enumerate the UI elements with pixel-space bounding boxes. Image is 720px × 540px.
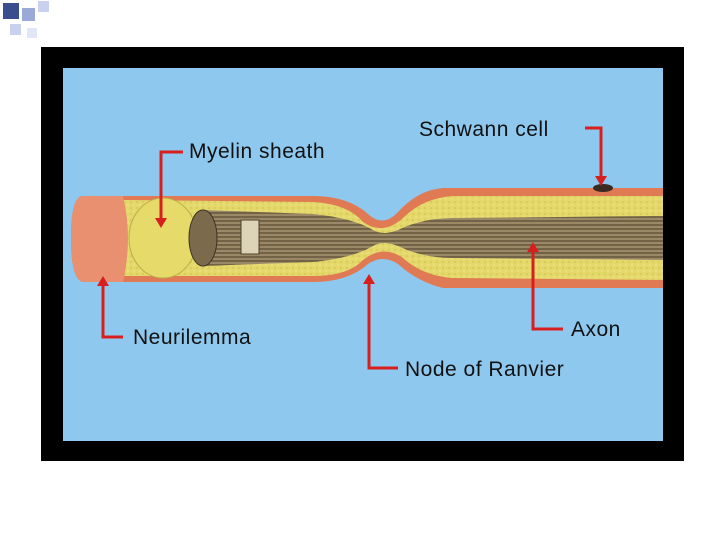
axon-cut-inner xyxy=(241,220,259,254)
diagram-panel: Myelin sheath Schwann cell Neurilemma Ax… xyxy=(63,68,663,441)
label-myelin-sheath: Myelin sheath xyxy=(189,140,325,164)
neurilemma-end-cap xyxy=(71,196,128,282)
schwann-cell-nucleus xyxy=(593,184,613,192)
slide-corner-squares xyxy=(0,0,60,50)
label-node-of-ranvier: Node of Ranvier xyxy=(405,358,564,382)
label-neurilemma: Neurilemma xyxy=(133,326,251,350)
label-schwann-cell: Schwann cell xyxy=(419,118,549,142)
axon-cut-end xyxy=(189,210,217,266)
myelin-cut-face xyxy=(129,198,197,278)
nerve-fiber-illustration xyxy=(63,68,663,441)
label-axon: Axon xyxy=(571,318,621,342)
